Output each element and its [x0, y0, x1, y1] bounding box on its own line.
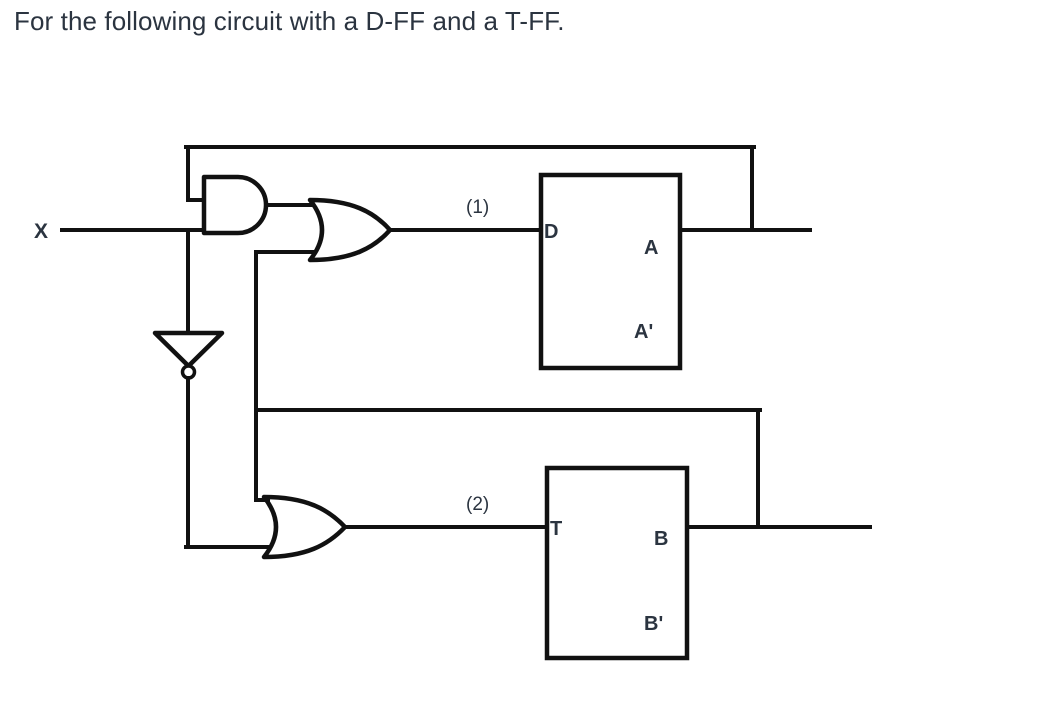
- d-flip-flop-input-label: D: [544, 221, 558, 243]
- t-flip-flop: T B B': [544, 465, 872, 661]
- node-1-label: (1): [466, 197, 489, 218]
- d-flip-flop-box: [538, 172, 683, 371]
- and-gate: [201, 174, 314, 236]
- or-gate-2-body: [261, 494, 348, 560]
- or-gate-2: [254, 494, 549, 560]
- d-flip-flop-output-inverted-label: A': [634, 321, 653, 343]
- feedback-wire-b: [254, 408, 762, 527]
- x-input-label: X: [34, 220, 48, 243]
- t-flip-flop-output-label: B: [654, 528, 668, 550]
- node-2-label: (2): [466, 494, 489, 515]
- t-flip-flop-box: [544, 465, 690, 661]
- not-gate-body: [152, 330, 225, 369]
- t-flip-flop-input-label: T: [550, 518, 562, 540]
- and-gate-body: [201, 174, 269, 236]
- or-gate-1-body: [307, 197, 393, 263]
- t-flip-flop-output-inverted-label: B': [644, 613, 663, 635]
- d-flip-flop-output-label: A: [644, 237, 658, 259]
- x-input-wire: [60, 228, 206, 335]
- not-gate: [152, 330, 270, 549]
- or-gate-1: [254, 197, 543, 502]
- feedback-wire-a: [184, 145, 756, 232]
- page-title: For the following circuit with a D-FF an…: [14, 6, 565, 36]
- d-flip-flop: D A A': [538, 172, 812, 371]
